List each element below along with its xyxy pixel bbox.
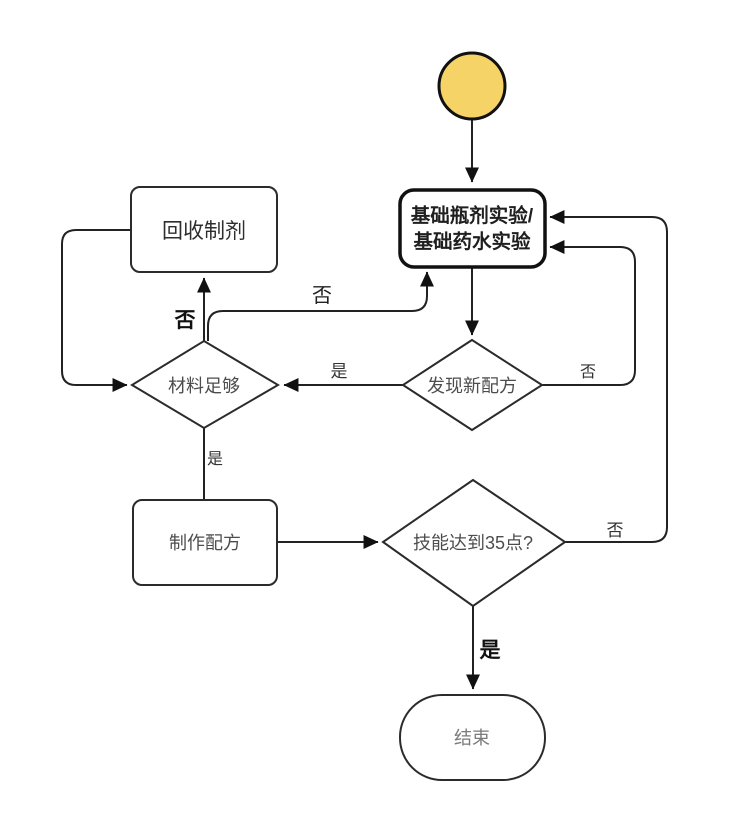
edge-skill-check-no-to-experiment	[549, 210, 668, 543]
edge-found-recipe-no-to-experiment	[542, 240, 636, 386]
nodes: 基础瓶剂实验/ 基础药水实验 回收制剂 发现新配方 材料足够 制作配方 技能达到…	[130, 51, 567, 781]
edge-label-skill-yes: 是	[480, 639, 501, 662]
edge-materials-no-to-experiment	[207, 271, 434, 341]
experiment-label-line2: 基础药水实验	[412, 230, 531, 253]
experiment-label-line1: 基础瓶剂实验/	[410, 204, 534, 227]
edge-labels: 否 否 是 否 是 否 是	[175, 285, 624, 662]
skill-check-node	[381, 478, 567, 608]
end-node	[399, 694, 546, 781]
edge-label-materials-no-experiment: 否	[312, 285, 332, 307]
edges	[61, 119, 668, 690]
make-recipe-label: 制作配方	[169, 533, 241, 553]
edge-label-found-no: 否	[580, 364, 596, 381]
experiment-node	[398, 188, 547, 269]
edge-label-skill-no: 否	[607, 521, 624, 540]
edge-label-materials-no-recycle: 否	[175, 309, 196, 332]
make-recipe-node	[132, 499, 278, 586]
edge-label-found-yes: 是	[331, 362, 348, 381]
found-recipe-label: 发现新配方	[427, 376, 517, 396]
start-node	[437, 51, 507, 121]
materials-node	[130, 339, 280, 430]
skill-check-label: 技能达到35点?	[413, 533, 533, 553]
edge-label-materials-yes: 是	[207, 451, 223, 468]
recycle-label: 回收制剂	[162, 220, 246, 243]
edge-recycle-to-materials	[61, 229, 131, 392]
end-label: 结束	[454, 728, 490, 748]
found-recipe-node	[401, 338, 544, 432]
materials-label: 材料足够	[168, 376, 240, 396]
recycle-node	[130, 186, 278, 273]
